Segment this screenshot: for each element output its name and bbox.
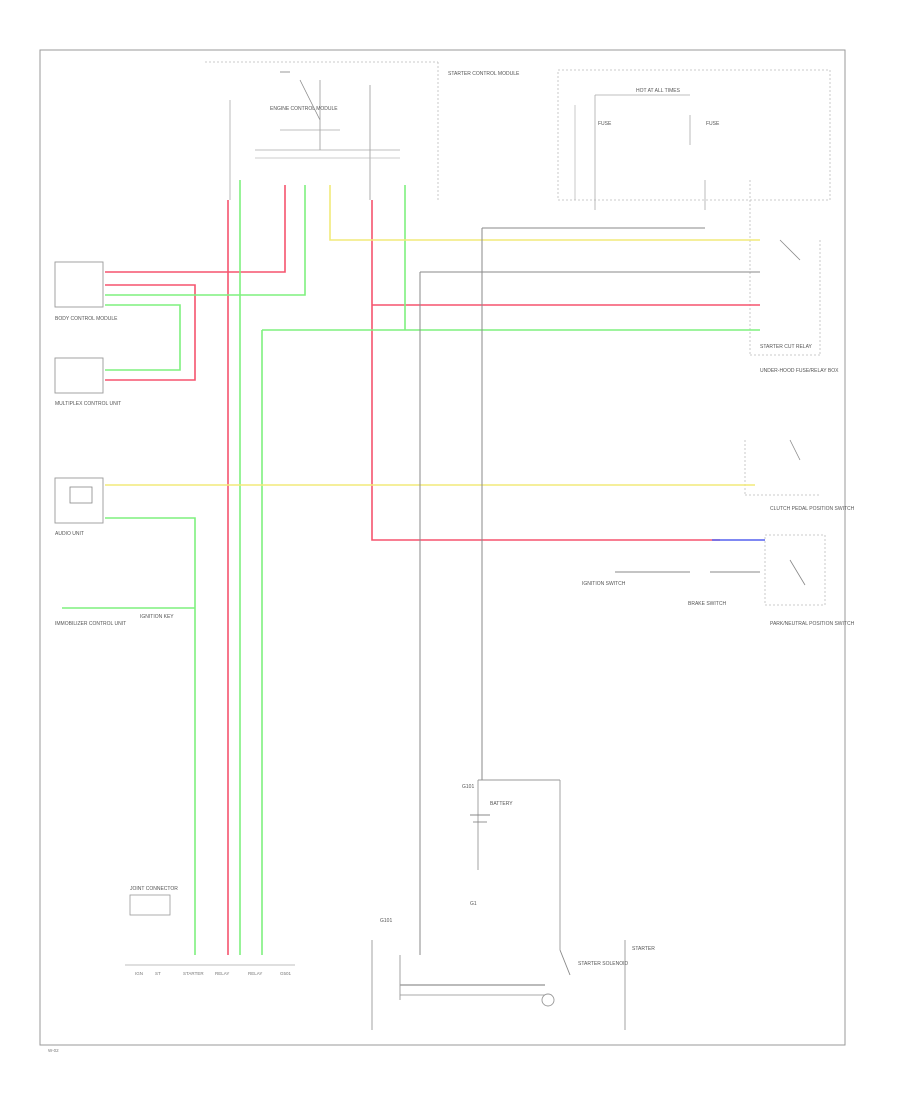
module-b-label: ENGINE CONTROL MODULE [270, 106, 338, 112]
bottom-pin-4: RELAY [215, 971, 229, 976]
wire-red-1 [105, 284, 196, 381]
left-box-1-label: BODY CONTROL MODULE [55, 316, 118, 322]
bottom-pin-1: IGN [135, 971, 143, 976]
left-label-4: IMMOBILIZER CONTROL UNIT [55, 621, 126, 627]
bottom-pin-5: RELAY [248, 971, 262, 976]
left-label-4b: IGNITION KEY [140, 614, 174, 620]
connector-center-2: G101 [380, 918, 392, 924]
park-neutral-label: PARK/NEUTRAL POSITION SWITCH [770, 621, 855, 627]
block-1-label: HOT AT ALL TIMES [636, 88, 681, 94]
wire-green-6 [105, 304, 181, 371]
wire-green-10 [105, 517, 196, 955]
wire-green-5 [105, 185, 306, 296]
bottom-left-box [129, 894, 171, 916]
battery-label: BATTERY [490, 801, 513, 807]
ground-center-label: G1 [470, 901, 477, 907]
left-box-3-label: AUDIO UNIT [55, 531, 84, 537]
top-module: STARTER CONTROL MODULE ENGINE CONTROL MO… [205, 61, 520, 200]
left-box-2-label: MULTIPLEX CONTROL UNIT [55, 401, 121, 407]
bottom-components: JOINT CONNECTOR IGN ST STARTER RELAY REL… [125, 779, 655, 1030]
left-components: BODY CONTROL MODULE MULTIPLEX CONTROL UN… [54, 261, 174, 627]
starter-solenoid-label: STARTER SOLENOID [578, 961, 628, 967]
relay-right-label: STARTER CUT RELAY [760, 344, 813, 350]
ignition-switch-label: IGNITION SWITCH [582, 581, 626, 587]
diagram-frame [39, 49, 846, 1046]
wire-red-0 [105, 185, 286, 273]
left-box-3 [54, 477, 104, 524]
wires [62, 180, 765, 955]
wire-red-3 [371, 200, 720, 541]
wire-yellow-14 [329, 185, 760, 241]
block-2-label: FUSE [598, 121, 612, 127]
fuse-box-right-label: UNDER-HOOD FUSE/RELAY BOX [760, 368, 839, 374]
fuse-box-top-right: HOT AT ALL TIMES FUSE FUSE [557, 69, 831, 210]
left-box-2 [54, 357, 104, 394]
left-box-1 [54, 261, 104, 308]
bottom-pin-6: G501 [280, 971, 292, 976]
connector-center-1: G101 [462, 784, 474, 790]
bottom-pin-2: ST [155, 971, 161, 976]
starter-label: STARTER [632, 946, 655, 952]
block-3-label: FUSE [706, 121, 720, 127]
right-relay-box: STARTER CUT RELAY UNDER-HOOD FUSE/RELAY … [582, 180, 855, 627]
switch-right-label: CLUTCH PEDAL POSITION SWITCH [770, 506, 855, 512]
brake-switch-label: BRAKE SWITCH [688, 601, 726, 607]
module-a-label: STARTER CONTROL MODULE [448, 71, 520, 77]
bottom-left-box-label: JOINT CONNECTOR [130, 886, 178, 892]
bottom-pin-3: STARTER [183, 971, 204, 976]
footer-code: W-02 [48, 1048, 59, 1053]
